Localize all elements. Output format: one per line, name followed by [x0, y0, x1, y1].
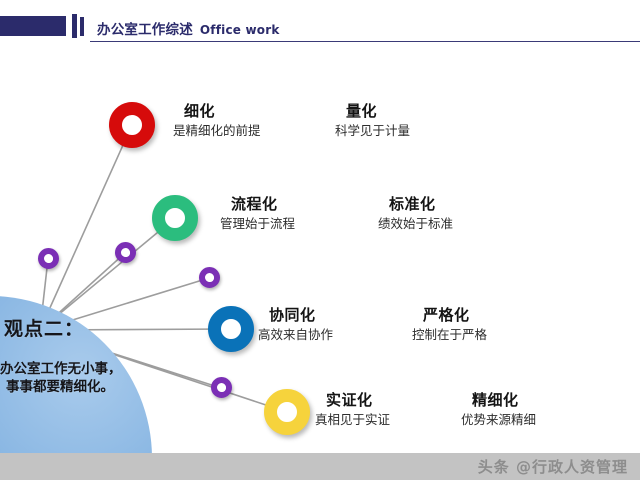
page-title-cn: 办公室工作综述	[97, 22, 193, 38]
ring-xietonghua[interactable]	[208, 306, 254, 352]
label-xietonghua-desc: 高效来自协作	[258, 327, 334, 343]
connector-line-1	[39, 124, 133, 331]
page-title: 办公室工作综述 Office work	[97, 18, 280, 38]
label-xihua-desc: 是精细化的前提	[173, 123, 261, 139]
viewpoint-line-2: 事事都要精细化。	[6, 378, 114, 395]
label-xietonghua: 协同化 高效来自协作	[258, 306, 334, 344]
node-small-2[interactable]	[115, 242, 136, 263]
label-liuchenghua-title: 流程化	[231, 195, 278, 213]
viewpoint-heading: 观点二：	[4, 318, 85, 340]
header-accent-bar-thin	[80, 17, 84, 36]
label-xihua-title: 细化	[184, 102, 216, 120]
connector-line-2	[39, 217, 176, 331]
watermark: 头条 @行政人资管理	[477, 458, 628, 476]
label-liuchenghua: 流程化 管理始于流程	[220, 195, 296, 233]
label-lianghua: 量化 科学见于计量	[335, 102, 411, 140]
ring-liuchenghua[interactable]	[152, 195, 198, 241]
label-biaozhunhua-title: 标准化	[389, 195, 436, 213]
header-divider	[90, 41, 640, 42]
node-small-1[interactable]	[38, 248, 59, 269]
label-jingxihua: 精细化 优势来源精细	[461, 391, 537, 429]
label-jingxihua-title: 精细化	[472, 391, 519, 409]
label-xihua: 细化 是精细化的前提	[173, 102, 261, 140]
header-navy-block	[0, 16, 66, 36]
label-lianghua-title: 量化	[346, 102, 378, 120]
label-shizhenghua-title: 实证化	[326, 391, 373, 409]
label-liuchenghua-desc: 管理始于流程	[220, 216, 296, 232]
label-yanggehua-desc: 控制在于严格	[412, 327, 488, 343]
node-small-3[interactable]	[199, 267, 220, 288]
label-jingxihua-desc: 优势来源精细	[461, 412, 537, 428]
page-title-en: Office work	[199, 23, 280, 37]
viewpoint-text: 观点二： 办公室工作无小事， 事事都要精细化。	[0, 318, 160, 396]
ring-shizhenghua[interactable]	[264, 389, 310, 435]
node-small-4[interactable]	[211, 377, 232, 398]
label-biaozhunhua: 标准化 绩效始于标准	[378, 195, 454, 233]
label-shizhenghua-desc: 真相见于实证	[315, 412, 391, 428]
label-biaozhunhua-desc: 绩效始于标准	[378, 216, 454, 232]
label-xietonghua-title: 协同化	[269, 306, 316, 324]
label-yanggehua: 严格化 控制在于严格	[412, 306, 488, 344]
bottom-bar	[0, 453, 640, 480]
label-lianghua-desc: 科学见于计量	[335, 123, 411, 139]
header-accent-bar-thick	[72, 14, 77, 38]
label-yanggehua-title: 严格化	[423, 306, 470, 324]
ring-xihua[interactable]	[109, 102, 155, 148]
label-shizhenghua: 实证化 真相见于实证	[315, 391, 391, 429]
viewpoint-line-1: 办公室工作无小事，	[0, 360, 122, 377]
